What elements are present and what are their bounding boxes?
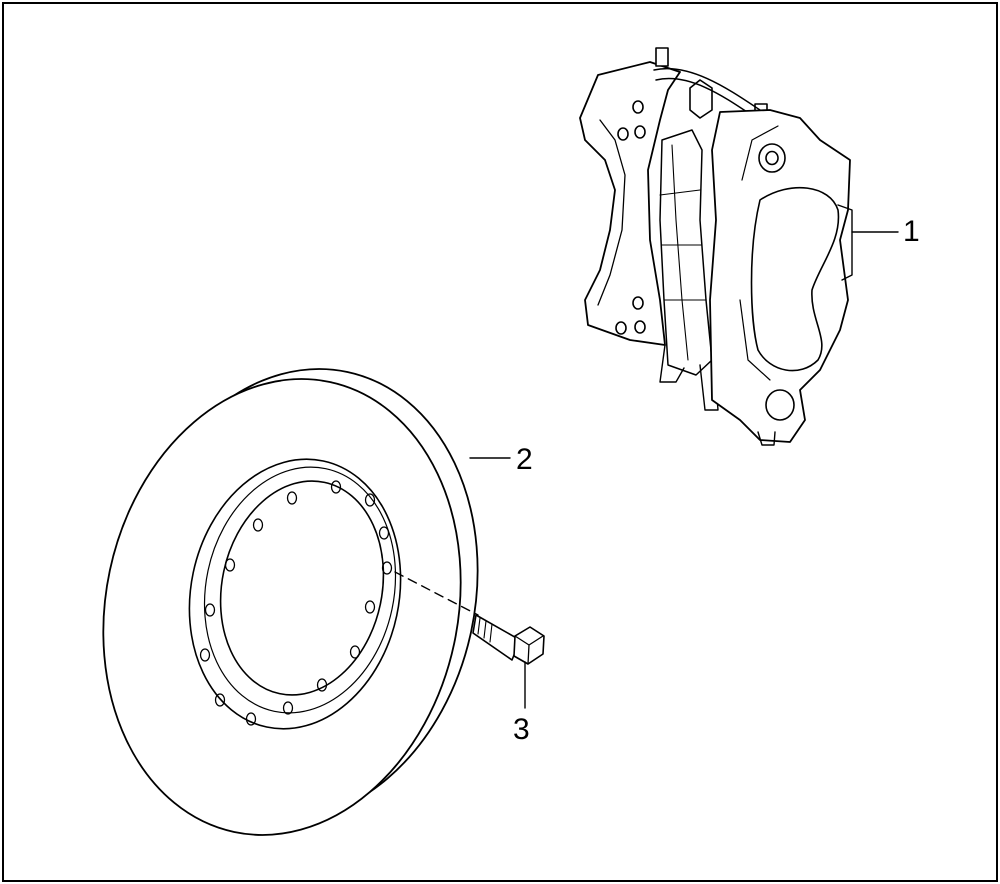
alignment-line: [394, 571, 479, 616]
callout-label-2: 2: [516, 443, 533, 476]
brake-disc: [102, 368, 479, 836]
callout-label-1: 1: [903, 215, 920, 248]
callout-label-3: 3: [513, 713, 530, 746]
bolt: [472, 614, 545, 665]
disc-bolt-holes: [199, 480, 393, 726]
leader-lines: [469, 231, 899, 709]
brake-caliper: [579, 47, 853, 446]
